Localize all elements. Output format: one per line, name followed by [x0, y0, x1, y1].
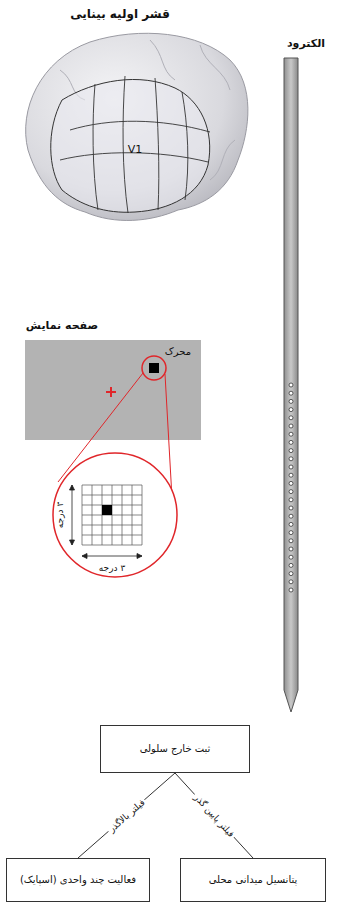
stimulus-square [149, 363, 159, 373]
grid-line [82, 545, 142, 546]
stimulus-grid [82, 485, 142, 545]
contact-dot [289, 547, 293, 551]
contact-dot [289, 506, 293, 510]
contact-dot [289, 490, 293, 494]
contact-dot [289, 432, 293, 436]
grid-line [82, 535, 142, 536]
dimension-lines [70, 485, 143, 559]
stimulus-label: محرک [165, 346, 191, 358]
contact-dot [289, 572, 293, 576]
stimulus-circle [142, 356, 166, 380]
v1-region [51, 79, 210, 212]
fixation-cross [106, 387, 116, 397]
grid-line [142, 485, 143, 545]
grid-line [82, 525, 142, 526]
connector [78, 773, 175, 858]
contact-dot [289, 522, 293, 526]
dimension-label: ۳ درجه [55, 502, 66, 528]
process-box: پتانسیل میدانی محلی [180, 858, 326, 902]
stimulus-cell [102, 505, 112, 515]
electrode [284, 58, 298, 712]
contact-dot [289, 588, 293, 592]
dimension-label: ۳ درجه [99, 563, 125, 574]
contact-dot [289, 399, 293, 403]
part-label: قشر اولیه بینایی [70, 7, 170, 21]
grid-line [122, 485, 123, 545]
part-label: صفحه نمایش [26, 319, 98, 332]
part-label: الکترود [287, 37, 325, 50]
contact-dot [289, 408, 293, 412]
contact-dot [289, 424, 293, 428]
contact-dot [289, 440, 293, 444]
contact-dot [289, 473, 293, 477]
contact-dot [289, 555, 293, 559]
display-screen [25, 340, 201, 440]
grid-line [132, 485, 133, 545]
brain [26, 33, 248, 220]
contact-dot [289, 514, 293, 518]
contact-dot [289, 383, 293, 387]
contact-dot [289, 563, 293, 567]
contact-dot [289, 416, 293, 420]
contact-dot [289, 391, 293, 395]
box-text: فعالیت چند واحدی (اسپایک) [20, 874, 136, 887]
v1-grid [60, 76, 210, 213]
contact-dot [289, 481, 293, 485]
box-text: پتانسیل میدانی محلی [209, 874, 297, 887]
contact-dot [289, 539, 293, 543]
contact-dot [289, 580, 293, 584]
region-label: V1 [128, 143, 143, 156]
contact-dot [289, 465, 293, 469]
zoom-circle [53, 453, 177, 577]
process-box: ثبت خارج سلولی [100, 725, 250, 773]
electrode-contacts [289, 383, 293, 592]
box-text: ثبت خارج سلولی [140, 743, 211, 756]
edge-label: فیلتر بالاگذر [105, 796, 148, 836]
process-box: فعالیت چند واحدی (اسپایک) [6, 858, 150, 902]
contact-dot [289, 498, 293, 502]
connector [175, 773, 253, 858]
contact-dot [289, 449, 293, 453]
contact-dot [289, 531, 293, 535]
edge-label: فیلتر پایین گذر [190, 790, 237, 840]
contact-dot [289, 457, 293, 461]
